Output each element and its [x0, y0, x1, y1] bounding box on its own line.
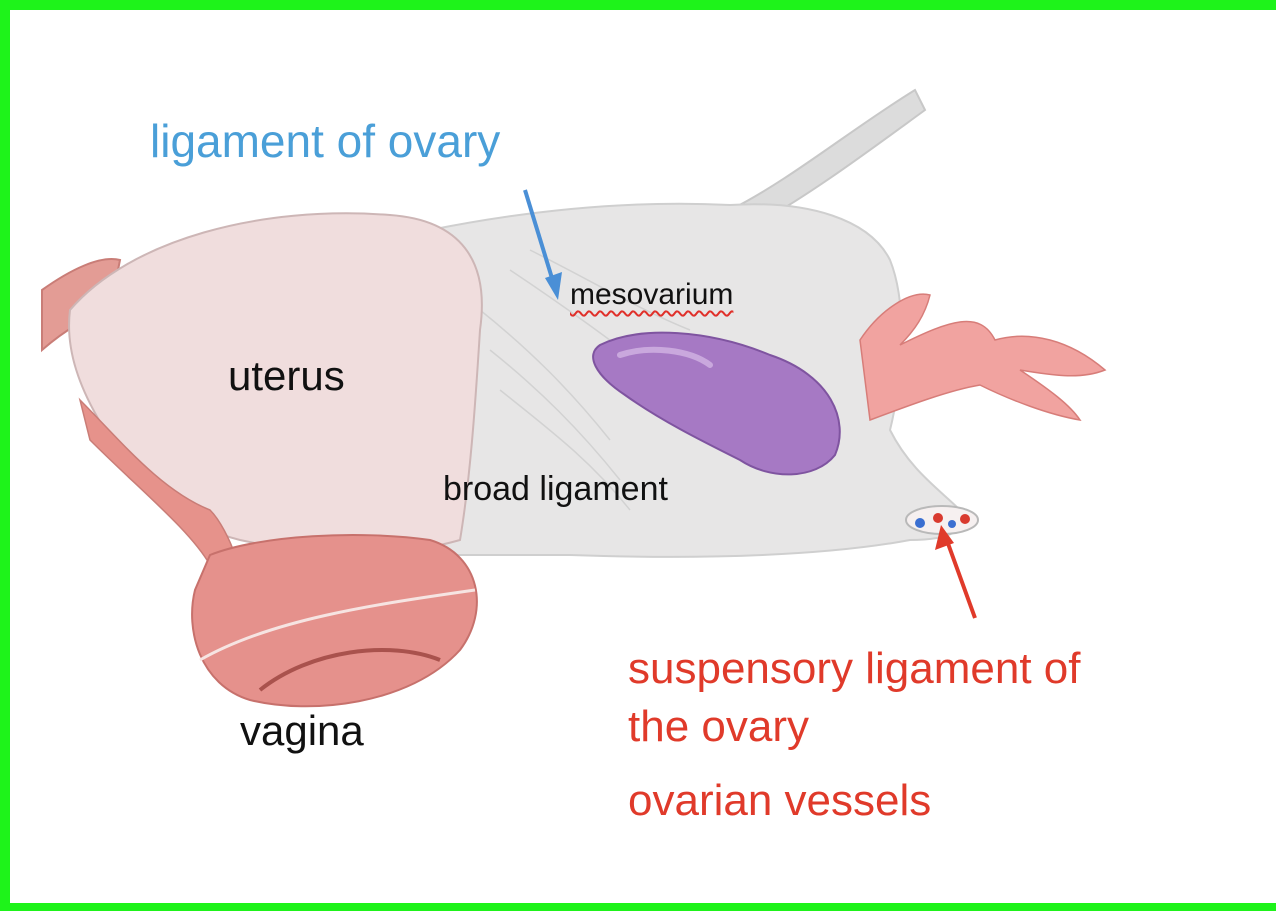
fimbriae: [860, 294, 1105, 420]
vessel-blue-1: [915, 518, 925, 528]
vagina-shape: [192, 535, 477, 706]
red-arrow-line: [946, 538, 975, 618]
label-suspensory-line2: the ovary: [628, 698, 809, 755]
vessel-red-1: [933, 513, 943, 523]
vessel-red-2: [960, 514, 970, 524]
label-broad-ligament: broad ligament: [443, 472, 668, 506]
vessel-blue-2: [948, 520, 956, 528]
label-uterus: uterus: [228, 355, 345, 397]
label-ovarian-vessels: ovarian vessels: [628, 772, 931, 829]
label-vagina: vagina: [240, 710, 364, 752]
label-mesovarium: mesovarium: [570, 280, 733, 310]
label-suspensory-line1: suspensory ligament of: [628, 640, 1080, 697]
label-ligament-of-ovary: ligament of ovary: [150, 118, 500, 164]
